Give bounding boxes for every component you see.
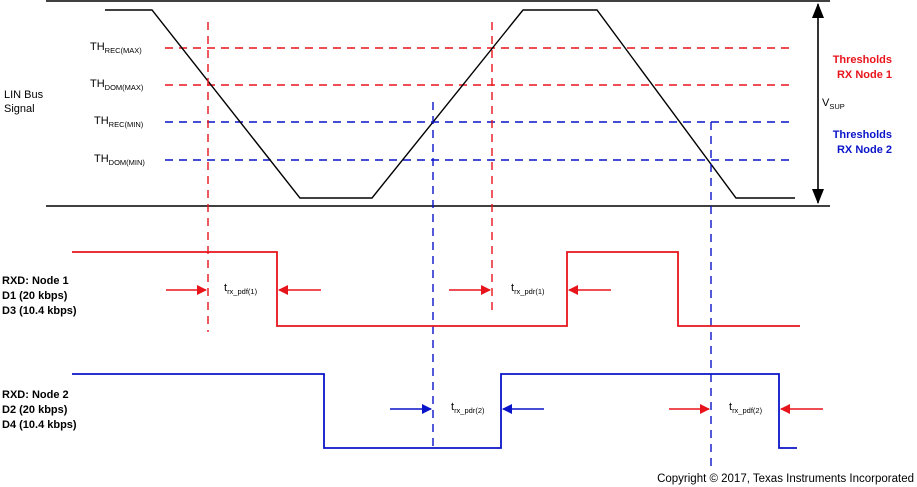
thresholds-node1-line2: RX Node 1	[837, 69, 892, 81]
t-pdr2-label: trx_pdr(2)	[451, 401, 485, 415]
t-pdf2-label: trx_pdf(2)	[729, 401, 763, 415]
lin-bus-waveform	[105, 9, 795, 199]
vsup-label: VSUP	[822, 97, 845, 111]
rxd-node1-label-line1: RXD: Node 1	[2, 275, 69, 287]
t-pdf1-label: trx_pdf(1)	[224, 282, 258, 296]
copyright-notice: Copyright © 2017, Texas Instruments Inco…	[657, 473, 914, 485]
th-dom-max-label: THDOM(MAX)	[90, 78, 144, 92]
thresholds-node2-line1: Thresholds	[833, 129, 892, 141]
rxd-node2-label-line1: RXD: Node 2	[2, 389, 69, 401]
rxd-node2-label-line3: D4 (10.4 kbps)	[2, 419, 77, 431]
th-rec-min-label: THREC(MIN)	[94, 115, 144, 129]
rxd-node2-waveform	[72, 373, 797, 449]
rxd-node1-waveform	[72, 251, 800, 327]
lin-bus-label-line2: Signal	[4, 103, 35, 115]
rxd-node2-label-line2: D2 (20 kbps)	[2, 404, 68, 416]
thresholds-node1-line1: Thresholds	[833, 54, 892, 66]
th-rec-max-label: THREC(MAX)	[90, 41, 142, 55]
rxd-node1-label-line3: D3 (10.4 kbps)	[2, 305, 77, 317]
thresholds-node2-line2: RX Node 2	[837, 144, 892, 156]
th-dom-min-label: THDOM(MIN)	[94, 153, 145, 167]
lin-bus-label-line1: LIN Bus	[4, 89, 44, 101]
t-pdr1-label: trx_pdr(1)	[511, 282, 545, 296]
rxd-node1-label-line2: D1 (20 kbps)	[2, 290, 68, 302]
